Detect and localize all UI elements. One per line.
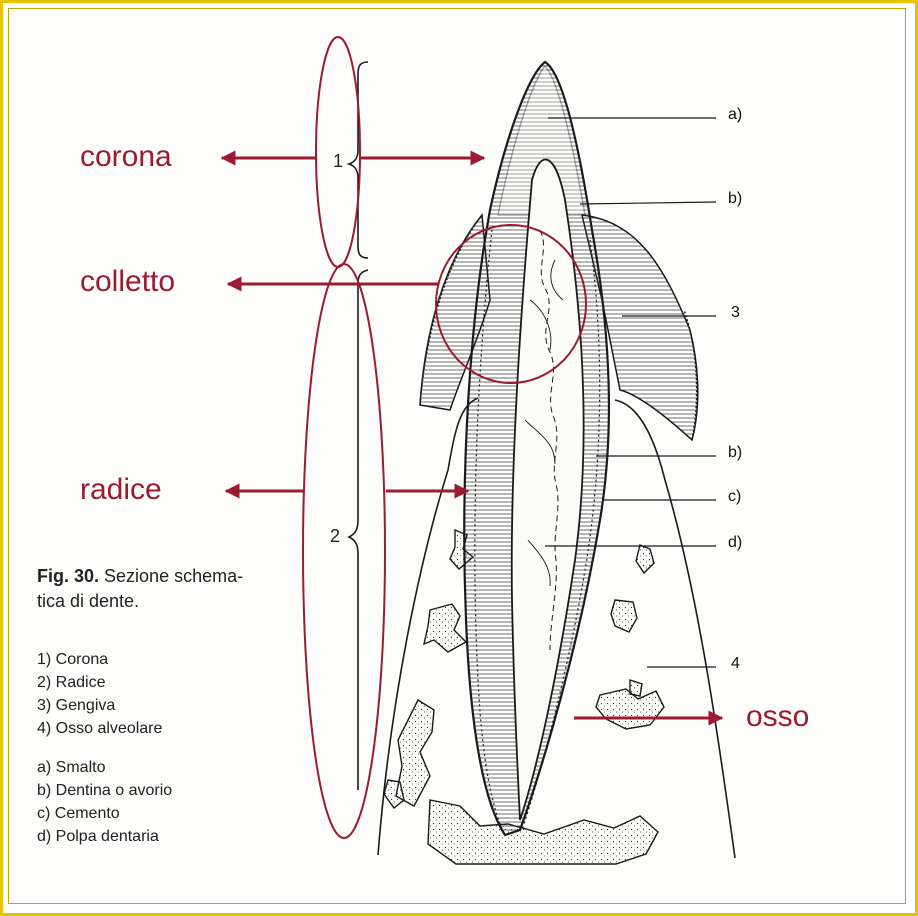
- caption-line-1: Sezione schema-: [104, 566, 243, 586]
- figure-number: Fig. 30.: [37, 566, 99, 586]
- label-radice: radice: [80, 473, 162, 507]
- callout-gum: 3: [731, 304, 740, 322]
- legend-item-polpa: d) Polpa dentaria: [37, 828, 159, 846]
- callout-dentin-top: b): [728, 190, 742, 208]
- caption-line-2: tica di dente.: [37, 589, 139, 613]
- label-colletto: colletto: [80, 265, 175, 299]
- legend-item-gengiva: 3) Gengiva: [37, 697, 115, 715]
- callout-enamel: a): [728, 106, 742, 124]
- figure-caption: Fig. 30. Sezione schema-: [37, 564, 243, 588]
- legend-item-dentina: b) Dentina o avorio: [37, 782, 172, 800]
- callout-dentin: b): [728, 444, 742, 462]
- label-osso: osso: [746, 700, 809, 734]
- legend-item-cemento: c) Cemento: [37, 805, 120, 823]
- callout-cementum: c): [728, 488, 741, 506]
- bracket-number-crown: 1: [333, 151, 343, 172]
- callout-bone: 4: [731, 655, 740, 673]
- legend-item-radice: 2) Radice: [37, 674, 105, 692]
- label-corona: corona: [80, 140, 172, 174]
- brackets: [349, 62, 368, 790]
- bracket-number-root: 2: [330, 526, 340, 547]
- callout-pulp: d): [728, 534, 742, 552]
- legend-item-corona: 1) Corona: [37, 651, 108, 669]
- legend-item-osso: 4) Osso alveolare: [37, 720, 162, 738]
- legend-item-smalto: a) Smalto: [37, 759, 105, 777]
